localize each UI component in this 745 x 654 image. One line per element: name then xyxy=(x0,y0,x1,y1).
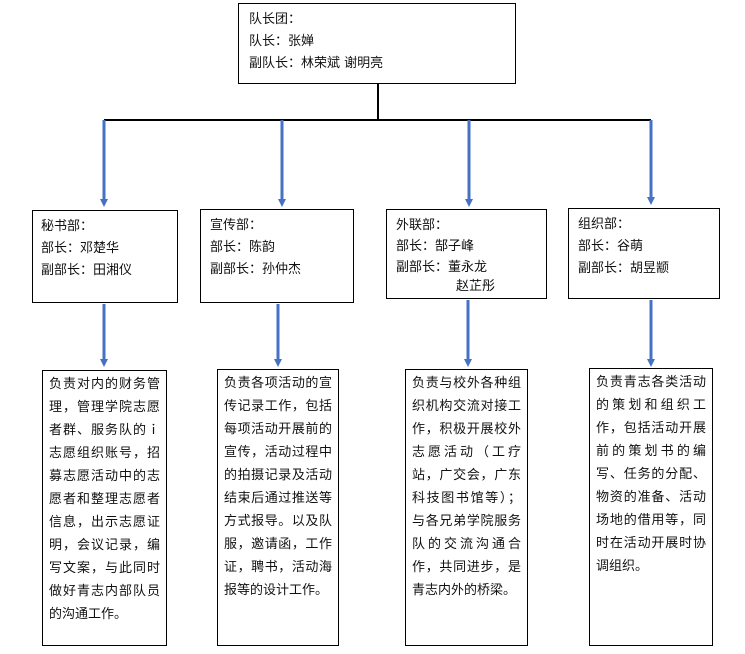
duties-box-organization: 负责青志各类活动的策划和组织工作，包括活动开展前的策划书的编写、任务的分配、物资… xyxy=(589,368,713,646)
department-head: 部长：邓楚华 xyxy=(41,241,120,256)
duties-box-external: 负责与校外各种组织机构交流对接工作，积极开展校外志愿活动（工疗站，广交会，广东科… xyxy=(405,369,528,646)
leadership-box: 队长团： 队长：张婵 副队长：林荣斌 谢明亮 xyxy=(238,3,516,84)
duties-box-publicity: 负责各项活动的宣传记录工作，包括每项活动开展前的宣传，活动过程中的拍摄记录及活动… xyxy=(217,369,339,646)
department-name: 组织部： xyxy=(578,217,631,232)
department-box-organization: 组织部： 部长：谷萌 副部长：胡昱颛 xyxy=(568,208,720,299)
department-deputy: 副部长：孙仲杰 xyxy=(210,262,302,277)
department-head: 部长：陈韵 xyxy=(210,240,276,255)
department-head: 部长：谷萌 xyxy=(578,239,644,254)
department-name: 外联部： xyxy=(396,218,449,233)
department-head: 部长：郜子峰 xyxy=(396,239,475,254)
department-deputy: 副部长：田湘仪 xyxy=(41,263,133,278)
department-box-external: 外联部： 部长：郜子峰 副部长：董永龙 赵芷彤 xyxy=(386,209,547,299)
department-deputy-2: 赵芷彤 xyxy=(456,279,496,294)
department-box-publicity: 宣传部： 部长：陈韵 副部长：孙仲杰 xyxy=(200,209,354,303)
department-name: 宣传部： xyxy=(210,218,263,233)
vice-captains-label: 副队长：林荣斌 谢明亮 xyxy=(249,56,384,71)
department-deputy: 副部长：董永龙 xyxy=(396,260,488,275)
duties-box-secretariat: 负责对内的财务管理，管理学院志愿者群、服务队的ｉ志愿组织账号，招募志愿活动中的志… xyxy=(42,370,167,646)
department-deputy: 副部长：胡昱颛 xyxy=(578,261,670,276)
leadership-title: 队长团： xyxy=(249,12,302,27)
captain-label: 队长：张婵 xyxy=(249,34,315,49)
department-name: 秘书部： xyxy=(41,219,94,234)
department-box-secretariat: 秘书部： 部长：邓楚华 副部长：田湘仪 xyxy=(32,210,178,303)
